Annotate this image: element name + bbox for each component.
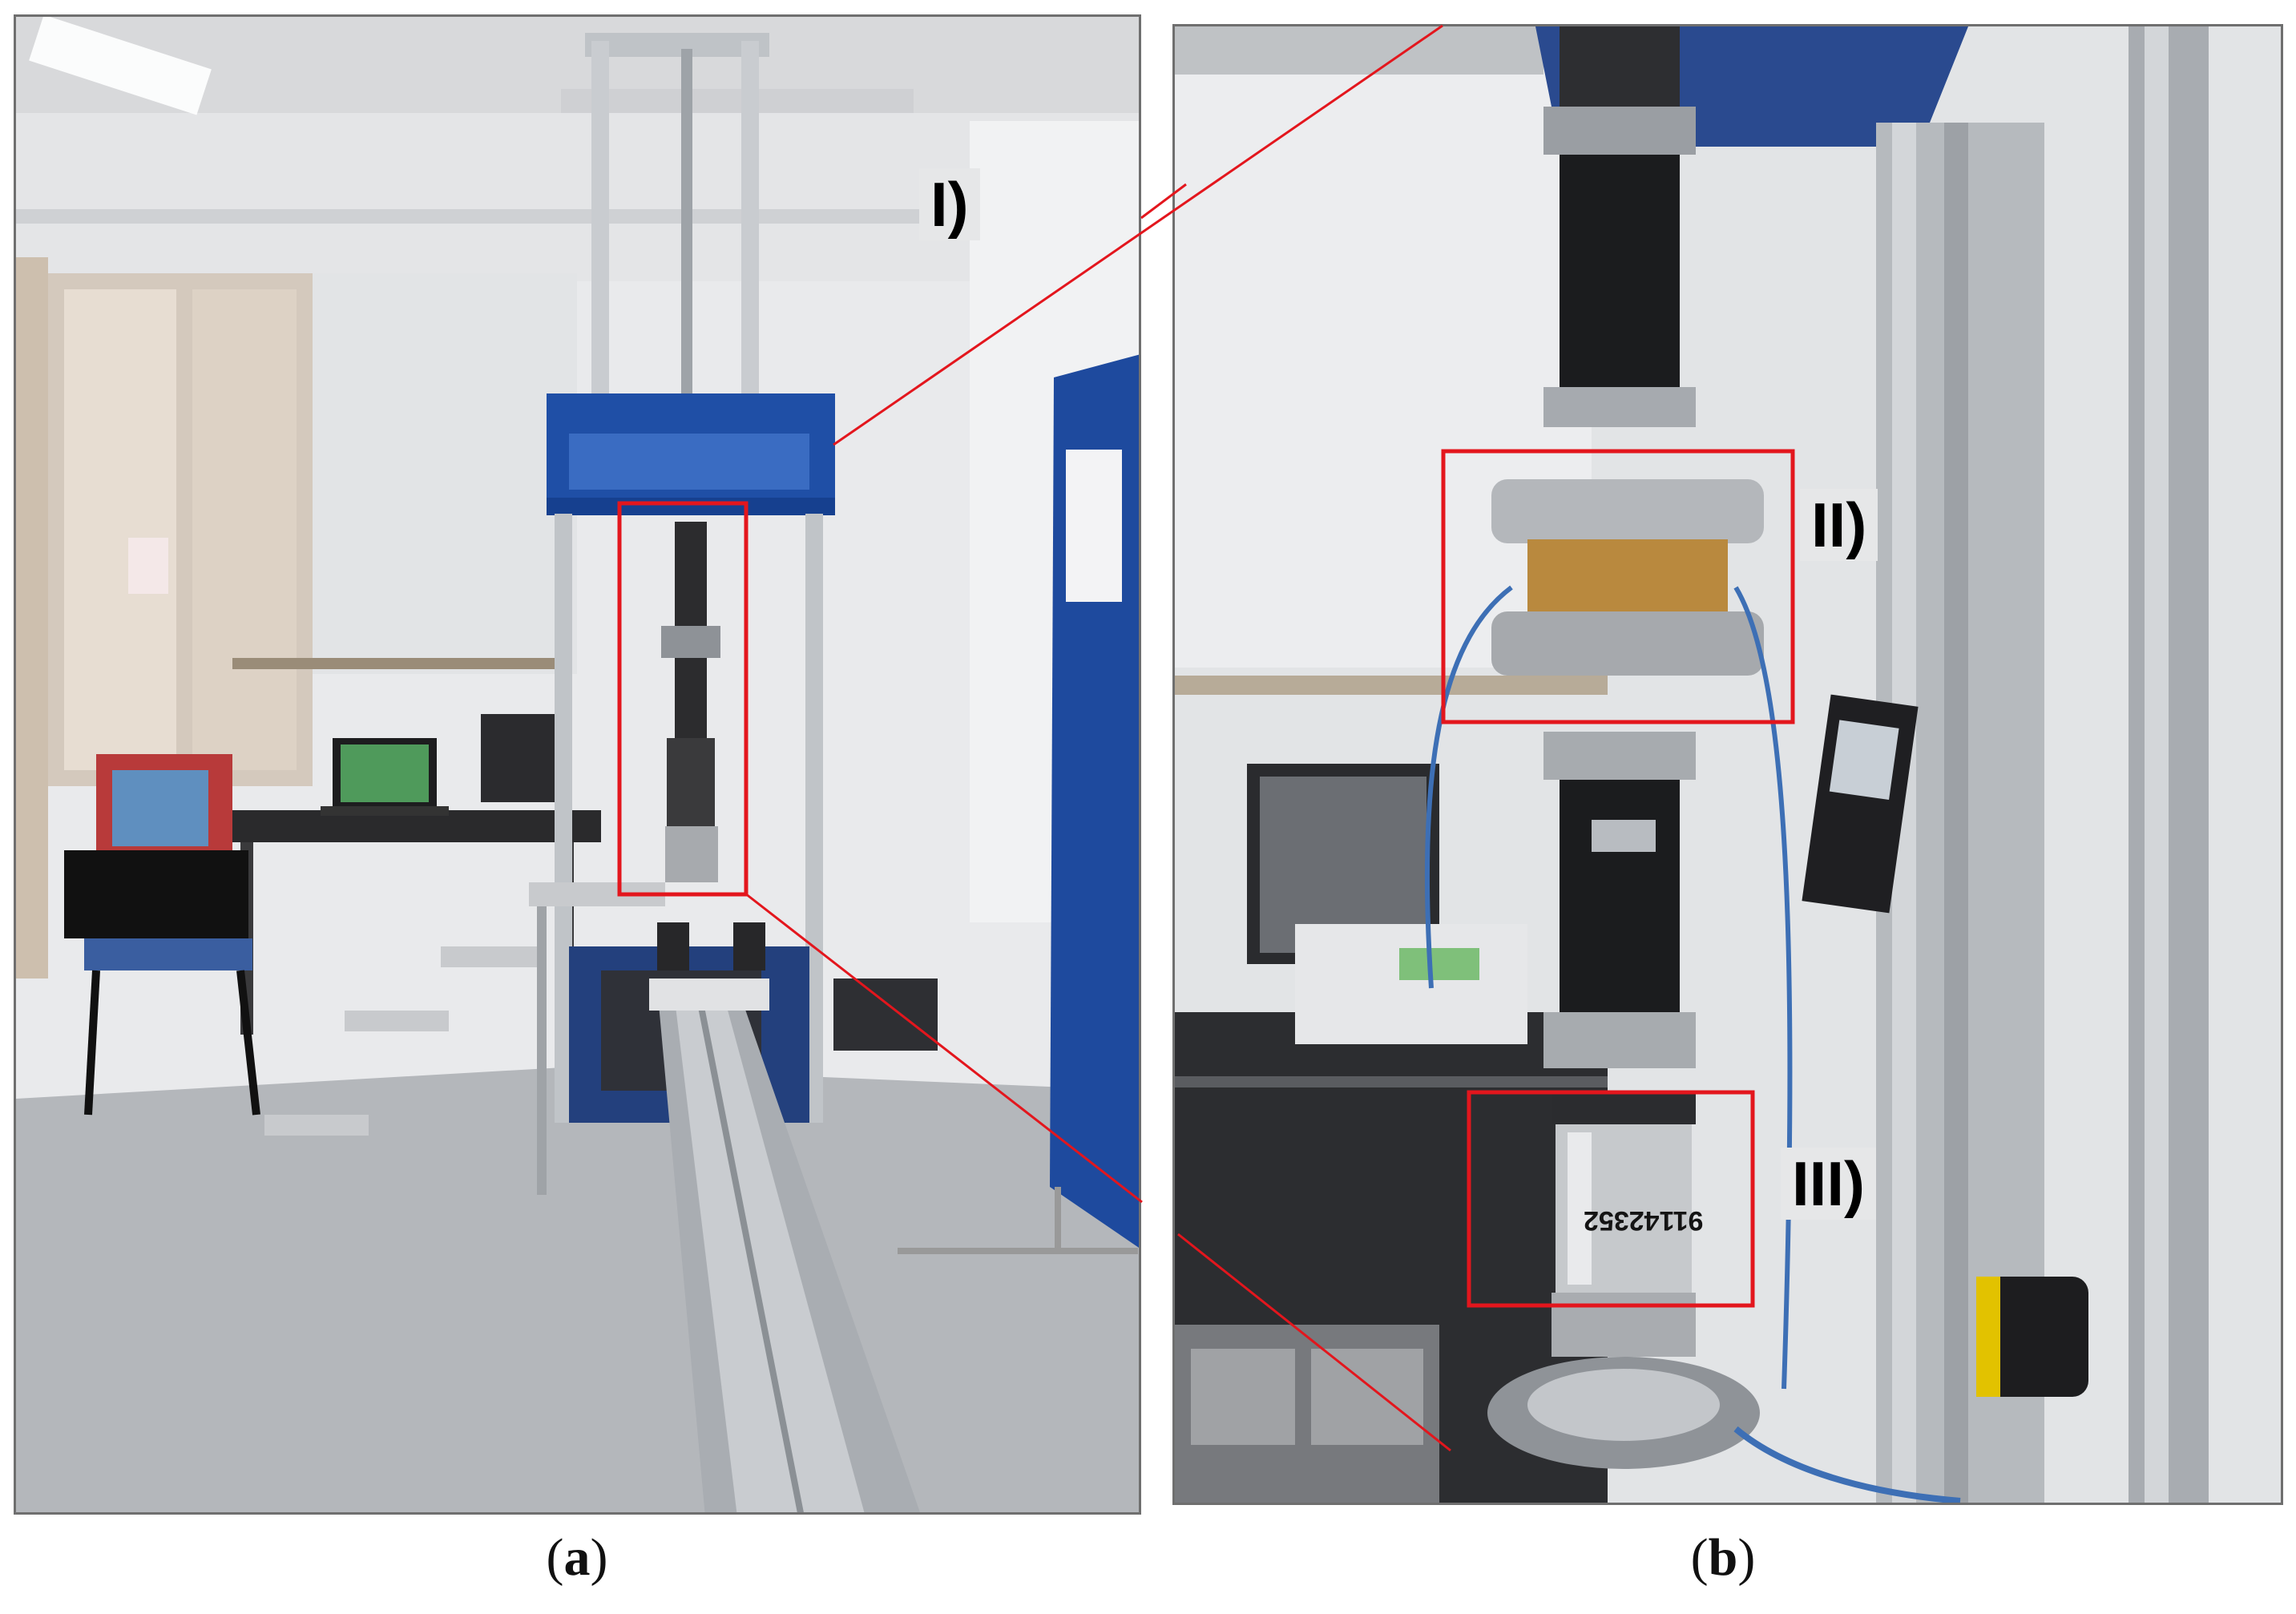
serial-number-text: 91142352 <box>1584 1205 1704 1236</box>
photo-panel-b: 91142352 <box>1172 24 2283 1505</box>
highlight-box-specimen <box>617 501 749 897</box>
label-region-three: III) <box>1781 1148 1876 1220</box>
label-region-two: II) <box>1800 489 1878 561</box>
label-region-one: I) <box>919 168 980 240</box>
photo-a-illustration <box>16 17 1139 1512</box>
caption-a: (a) <box>546 1528 608 1587</box>
caption-b-letter: b <box>1708 1528 1738 1587</box>
photo-b-illustration <box>1175 26 2281 1503</box>
highlight-box-loadcell <box>1467 1090 1755 1308</box>
caption-a-letter: a <box>563 1528 591 1587</box>
caption-b: (b) <box>1690 1528 1756 1587</box>
highlight-box-flange <box>1441 449 1795 724</box>
